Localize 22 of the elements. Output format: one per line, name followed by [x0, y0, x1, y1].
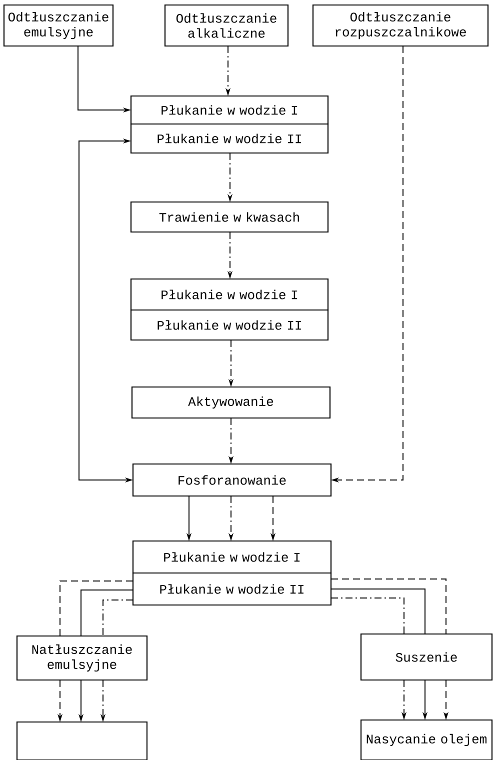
connector-line	[330, 598, 404, 634]
connector-line	[330, 588, 426, 634]
process-box: Płukanie w wodzie II	[132, 572, 332, 606]
process-box: Płukanie w wodzie I	[130, 95, 329, 125]
connector-line	[60, 580, 134, 636]
process-box: Natłuszczanie emulsyjne	[16, 635, 148, 681]
process-box: Aktywowanie	[131, 386, 331, 419]
process-box: Fosforanowanie	[132, 463, 332, 497]
process-box: Płukanie w wodzie II	[130, 309, 329, 341]
process-box: Nasycanie olejem	[360, 719, 493, 760]
process-box: Suszenie	[360, 633, 493, 681]
process-box: Trawienie w kwasach	[130, 201, 329, 233]
process-box: Odtłuszczanie alkaliczne	[164, 4, 289, 47]
process-box: Płukanie w wodzie I	[130, 278, 329, 311]
process-box: Odtłuszczanie emulsyjne	[3, 4, 114, 47]
connector-line	[80, 590, 134, 636]
empty-box	[16, 721, 148, 760]
process-box: Płukanie w wodzie I	[132, 540, 332, 574]
connector-line	[102, 600, 134, 636]
process-box: Odtłuszczanie rozpuszczalnikowe	[312, 4, 489, 47]
connector-line	[330, 578, 446, 634]
process-box: Płukanie w wodzie II	[130, 123, 329, 154]
